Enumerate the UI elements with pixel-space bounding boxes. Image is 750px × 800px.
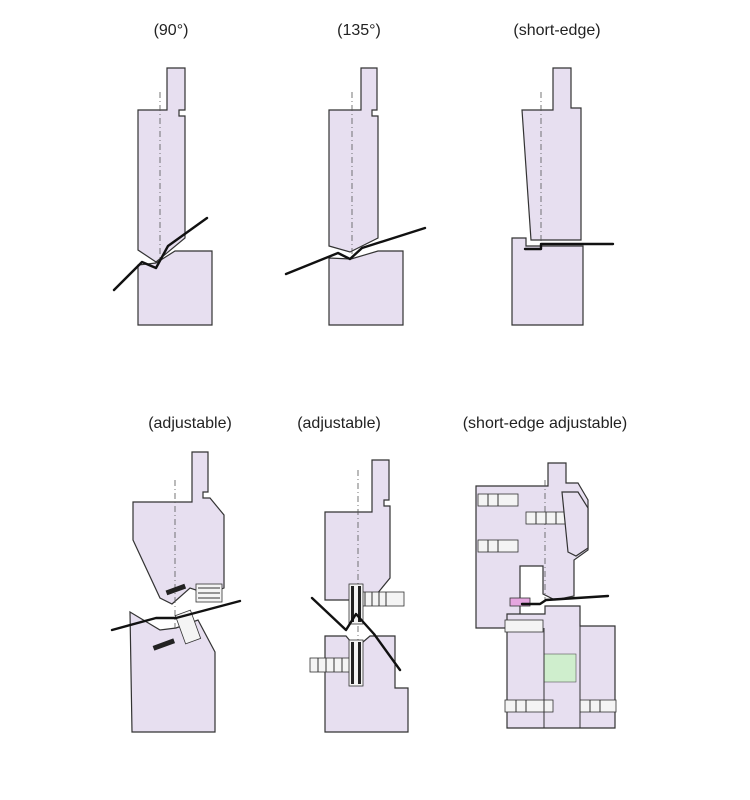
tool-135-degree [284, 67, 427, 326]
tool-short-edge [511, 67, 615, 326]
screw-bottom-right-se [579, 699, 617, 713]
tool-adjustable-1 [110, 451, 242, 733]
screw-die-left-se [504, 619, 544, 633]
label-adjustable-2: (adjustable) [297, 415, 381, 432]
punch-adjustable-2 [324, 459, 391, 601]
sheet-short-edge-adjustable [520, 594, 610, 606]
die-adjustable-1 [129, 610, 216, 733]
pink-insert-se [509, 597, 531, 607]
adjust-plate-1 [174, 609, 202, 645]
lower-screw-2 [309, 657, 355, 673]
die-135 [328, 250, 404, 326]
shim-upper-1 [165, 583, 187, 596]
tool-90-degree [112, 67, 213, 326]
sheet-short-edge [523, 242, 615, 251]
label-short-edge: (short-edge) [513, 22, 601, 39]
label-adjustable-1: (adjustable) [148, 415, 232, 432]
clamp-right-se [561, 491, 589, 557]
die-short-edge [511, 237, 584, 326]
punch-short-edge [521, 67, 582, 241]
die-90 [137, 250, 213, 326]
punch-90 [137, 67, 186, 263]
shim-lower-1 [152, 638, 176, 651]
green-insert-se [543, 653, 577, 683]
punch-135 [328, 67, 379, 253]
label-short-edge-adjustable: (short-edge adjustable) [462, 415, 628, 432]
die-adjustable-2 [324, 635, 409, 733]
punch-adjustable-1 [132, 451, 225, 605]
label-135-degree: (135°) [337, 22, 381, 39]
sheet-135 [284, 226, 427, 276]
screw-bottom-left-se [504, 699, 554, 713]
tool-adjustable-2 [309, 459, 409, 733]
upper-screw-2 [359, 591, 405, 607]
sheet-adjustable-1 [110, 599, 242, 632]
tool-short-edge-adjustable [475, 462, 617, 729]
sheet-90 [112, 216, 209, 292]
label-90-degree: (90°) [153, 22, 189, 39]
sheet-adjustable-2 [310, 596, 402, 672]
